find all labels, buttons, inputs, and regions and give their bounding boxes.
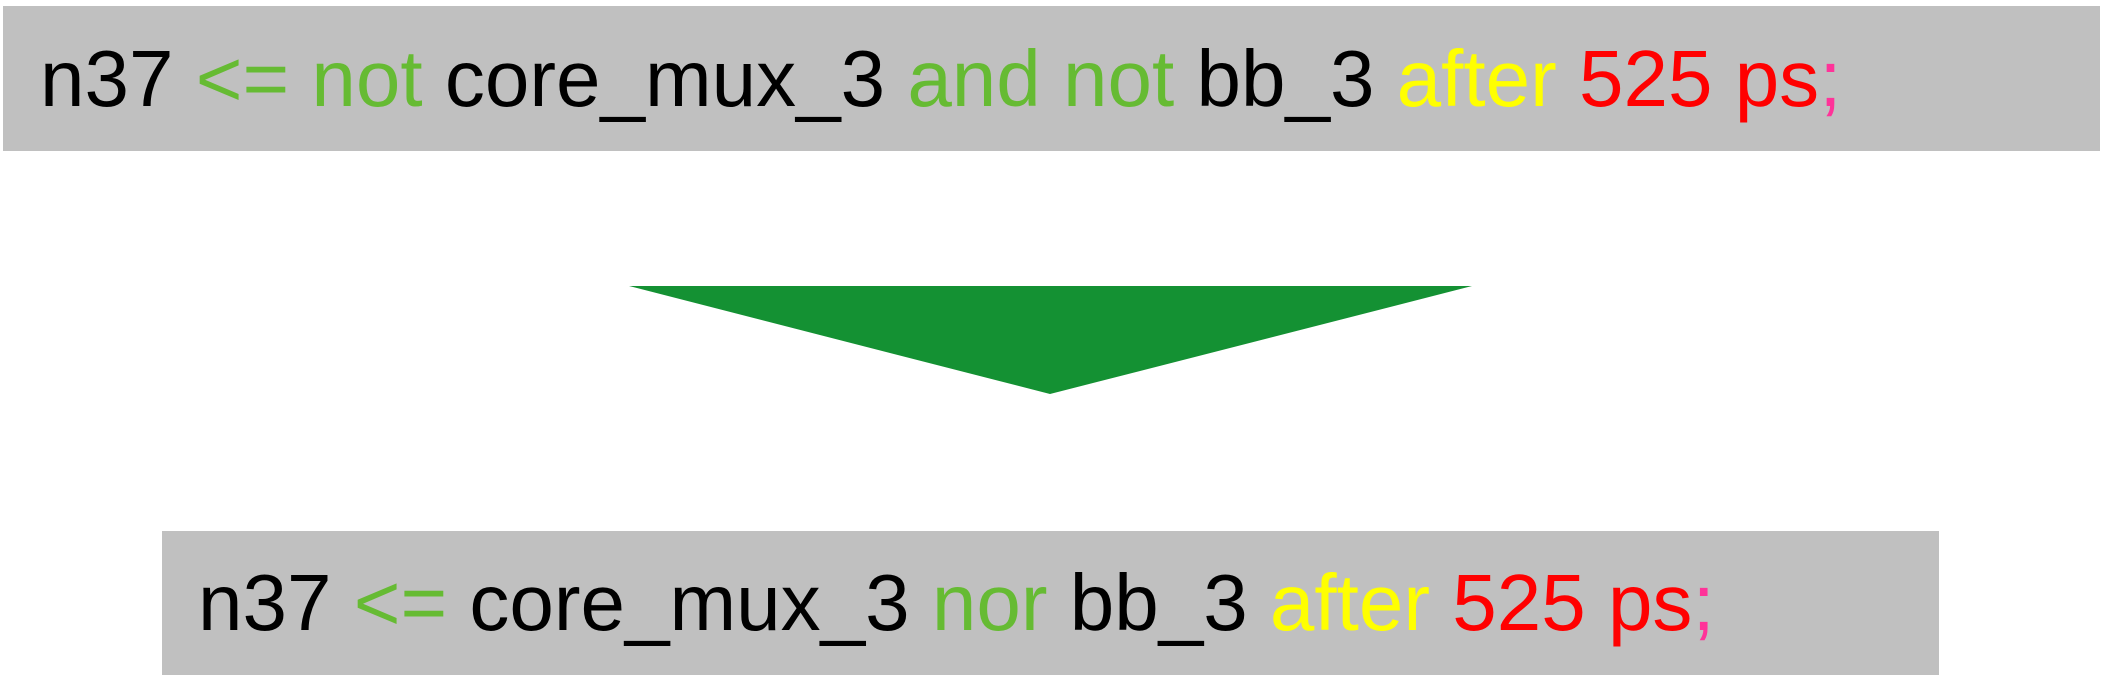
original-token — [289, 39, 311, 119]
original-token: after — [1396, 33, 1557, 123]
optimized-token: bb_3 — [1069, 558, 1248, 647]
optimized-token — [1248, 563, 1270, 643]
optimized-token — [1430, 563, 1452, 643]
original-token: bb_3 — [1196, 33, 1375, 123]
optimized-token: nor — [931, 558, 1048, 647]
optimized-token: <= — [353, 558, 448, 647]
original-token — [173, 39, 195, 119]
optimized-token: ; — [1692, 558, 1715, 647]
original-token — [885, 39, 907, 119]
original-token — [423, 39, 445, 119]
original-token: not — [311, 33, 423, 123]
optimized-token: core_mux_3 — [469, 558, 910, 647]
original-token: and not — [907, 33, 1175, 123]
original-code-line: n37 <= not core_mux_3 and not bb_3 after… — [3, 6, 2100, 151]
original-token — [1557, 39, 1579, 119]
optimized-token — [331, 563, 353, 643]
original-token: core_mux_3 — [444, 33, 886, 123]
optimized-code-line: n37 <= core_mux_3 nor bb_3 after 525 ps; — [162, 531, 1939, 675]
optimized-token — [1047, 563, 1069, 643]
original-token: ; — [1819, 33, 1842, 123]
original-token — [1374, 39, 1396, 119]
optimized-token: after — [1269, 558, 1430, 647]
original-token: <= — [195, 33, 290, 123]
optimized-token — [910, 563, 932, 643]
optimized-token: n37 — [198, 558, 332, 647]
original-token: n37 — [40, 33, 174, 123]
original-token: 525 ps — [1578, 33, 1820, 123]
original-token — [1174, 39, 1196, 119]
optimized-token: 525 ps — [1452, 558, 1693, 647]
optimized-token — [447, 563, 469, 643]
